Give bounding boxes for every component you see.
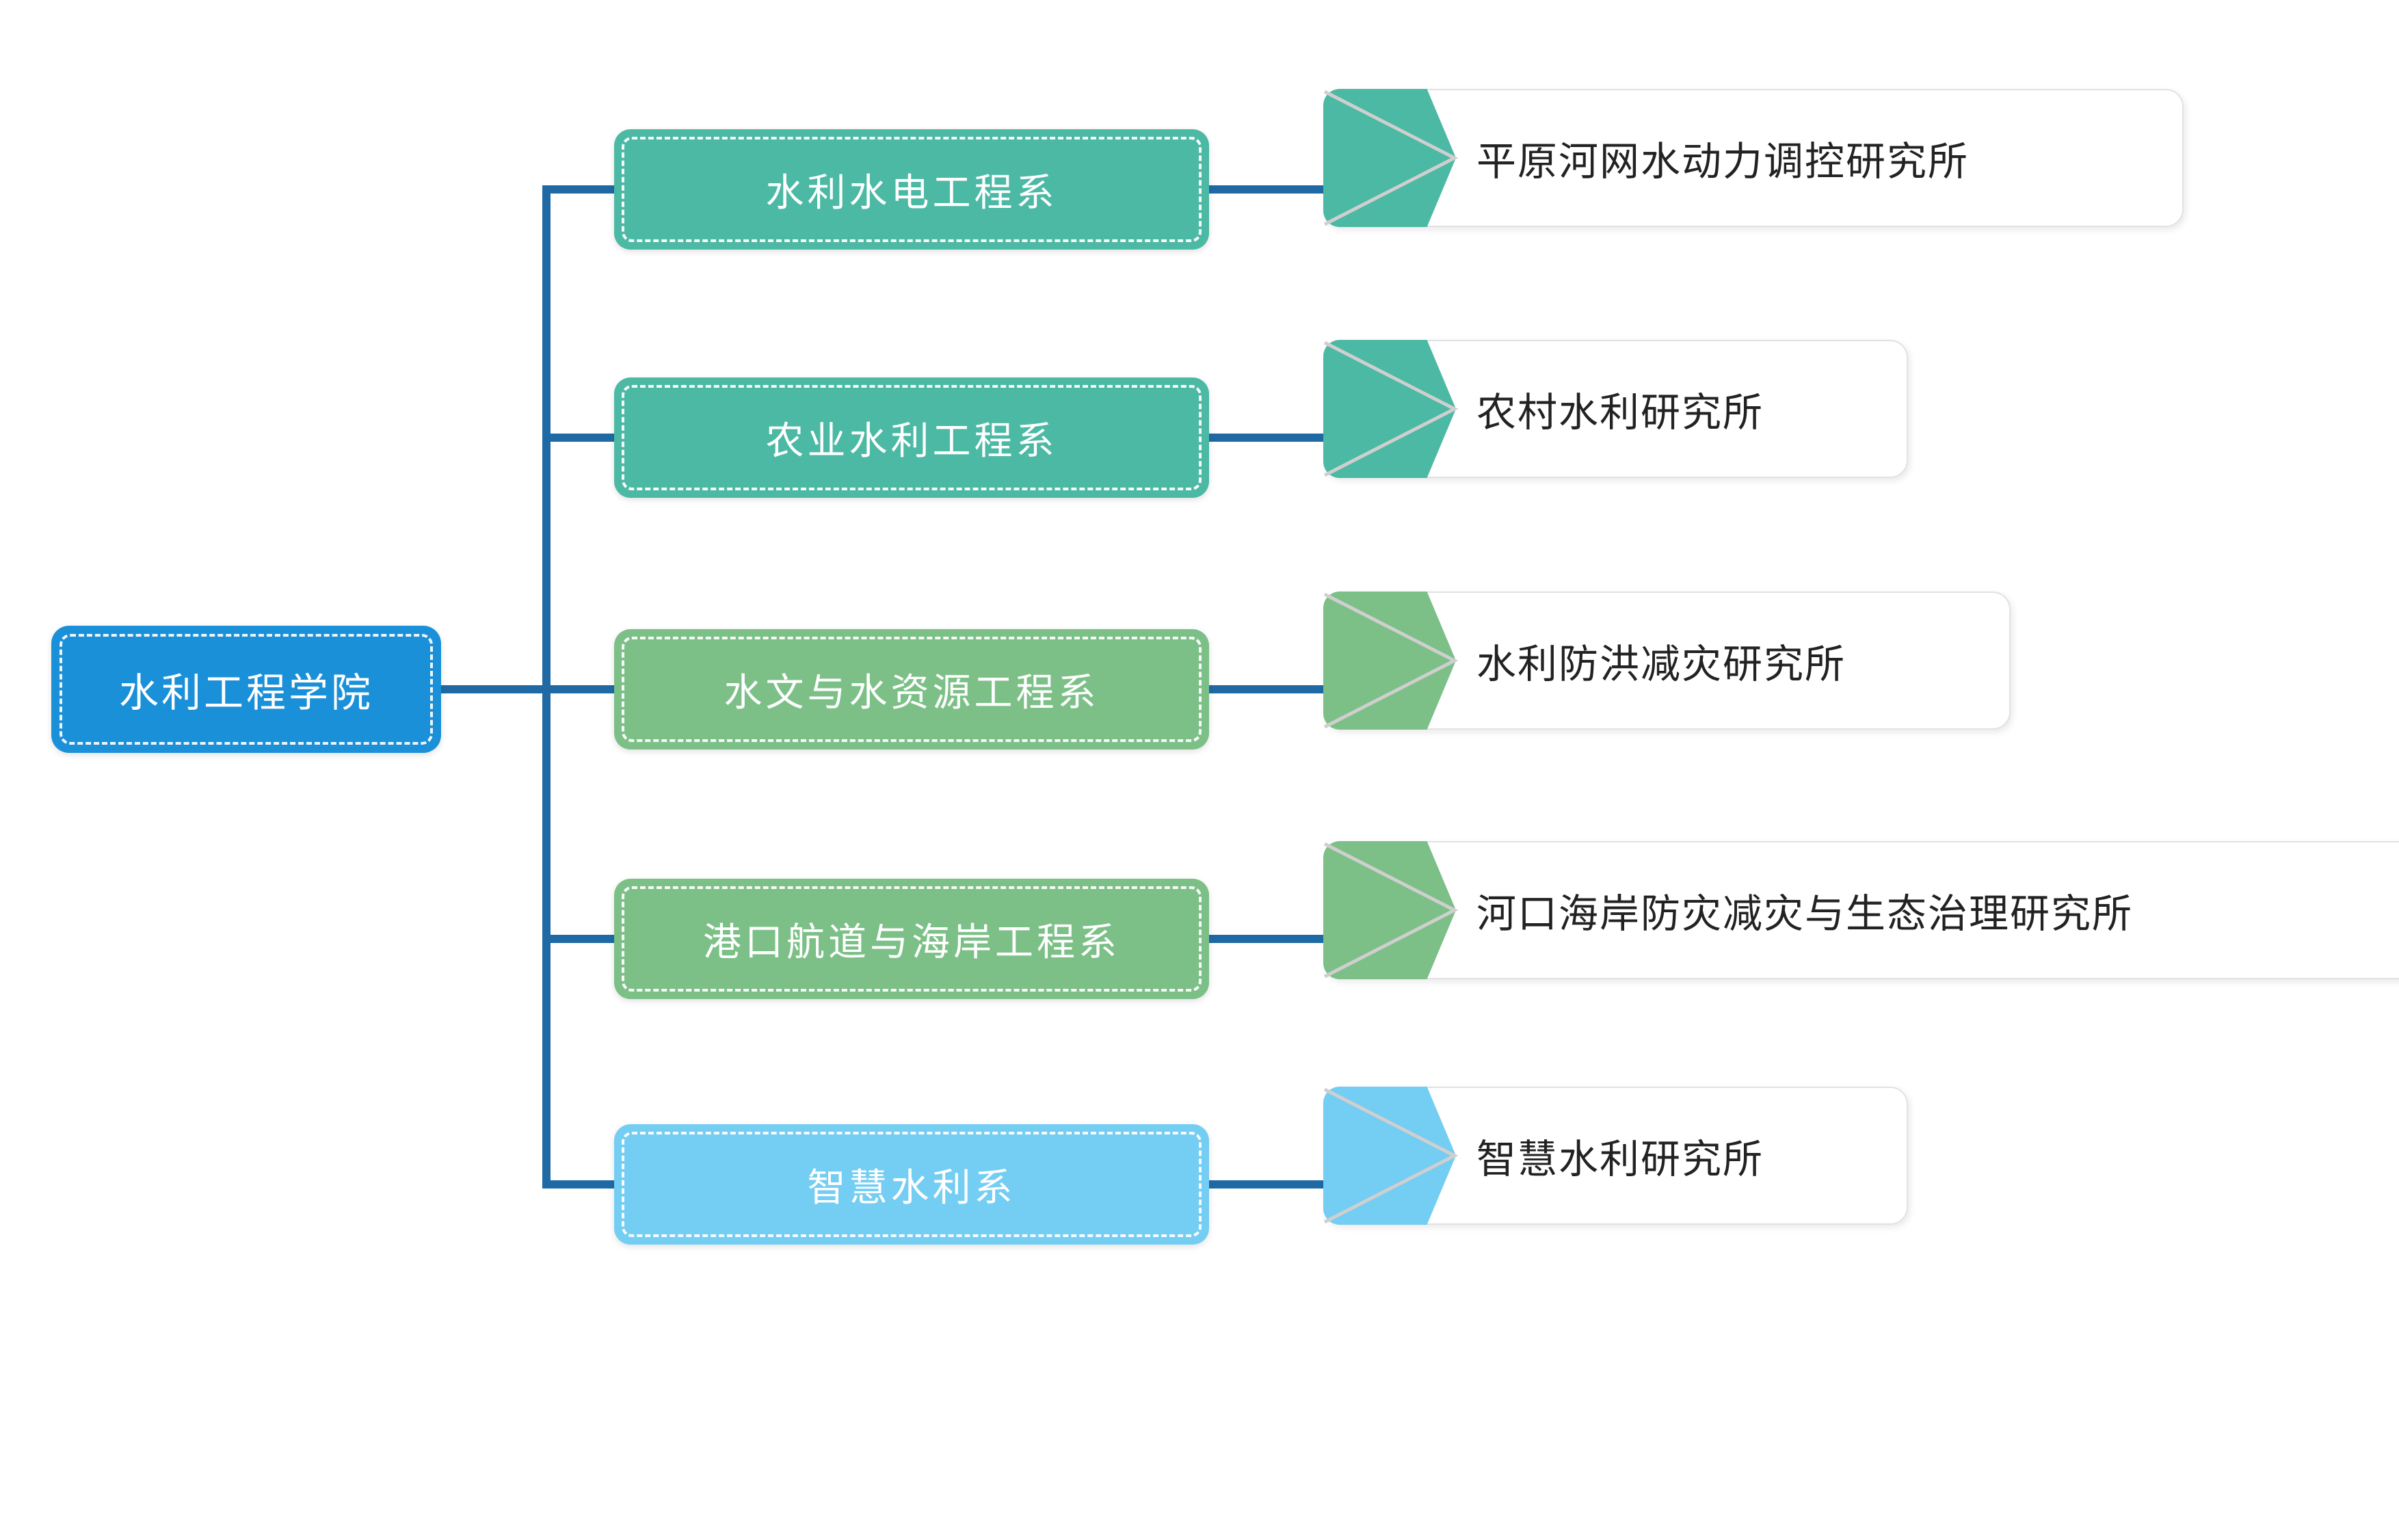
root-node-college[interactable]: 水利工程学院 (51, 626, 441, 753)
department-node-1[interactable]: 水利水电工程系 (614, 129, 1209, 250)
envelope-flap-icon (1323, 842, 1459, 979)
department-node-2[interactable]: 农业水利工程系 (614, 377, 1209, 498)
institute-card-5-label: 智慧水利研究所 (1476, 1137, 1764, 1182)
institute-card-5-color-tab (1323, 1087, 1459, 1225)
institute-card-5[interactable]: 智慧水利研究所 (1323, 1087, 1908, 1225)
institute-card-1-color-tab (1323, 89, 1459, 227)
connector-dept-2-to-institute-2 (1209, 434, 1329, 442)
institute-card-2-color-tab (1323, 340, 1459, 478)
envelope-flap-icon (1323, 90, 1459, 226)
institute-card-2[interactable]: 农村水利研究所 (1323, 340, 1908, 478)
institute-card-3[interactable]: 水利防洪减灾研究所 (1323, 592, 2011, 730)
department-node-4[interactable]: 港口航道与海岸工程系 (614, 879, 1209, 999)
connector-trunk-to-dept-1 (542, 185, 614, 194)
connector-root-to-trunk (441, 685, 551, 693)
department-node-2-label: 农业水利工程系 (765, 419, 1058, 462)
department-node-5-label: 智慧水利系 (807, 1165, 1016, 1209)
institute-card-4-label: 河口海岸防灾减灾与生态治理研究所 (1476, 892, 2134, 936)
department-node-4-label: 港口航道与海岸工程系 (703, 920, 1120, 964)
connector-trunk-to-dept-3 (542, 685, 614, 693)
department-node-1-label: 水利水电工程系 (765, 170, 1058, 214)
institute-card-1-label: 平原河网水动力调控研究所 (1476, 140, 1970, 184)
connector-trunk-to-dept-2 (542, 434, 614, 442)
connector-dept-5-to-institute-5 (1209, 1180, 1329, 1189)
institute-card-1[interactable]: 平原河网水动力调控研究所 (1323, 89, 2184, 227)
institute-card-3-color-tab (1323, 592, 1459, 730)
connector-dept-3-to-institute-3 (1209, 685, 1329, 693)
connector-dept-1-to-institute-1 (1209, 185, 1329, 194)
envelope-flap-icon (1323, 341, 1459, 477)
root-node-label: 水利工程学院 (118, 671, 373, 715)
envelope-flap-icon (1323, 592, 1459, 729)
institute-card-4-color-tab (1323, 841, 1459, 979)
department-node-5[interactable]: 智慧水利系 (614, 1124, 1209, 1245)
institute-card-2-label: 农村水利研究所 (1476, 390, 1764, 435)
connector-trunk-to-dept-4 (542, 935, 614, 943)
institute-card-4[interactable]: 河口海岸防灾减灾与生态治理研究所 (1323, 841, 2399, 979)
institute-card-3-label: 水利防洪减灾研究所 (1476, 642, 1846, 687)
connector-dept-4-to-institute-4 (1209, 935, 1329, 943)
department-node-3-label: 水文与水资源工程系 (724, 670, 1100, 714)
envelope-flap-icon (1323, 1087, 1459, 1224)
connector-trunk-to-dept-5 (542, 1180, 614, 1189)
department-node-3[interactable]: 水文与水资源工程系 (614, 629, 1209, 749)
